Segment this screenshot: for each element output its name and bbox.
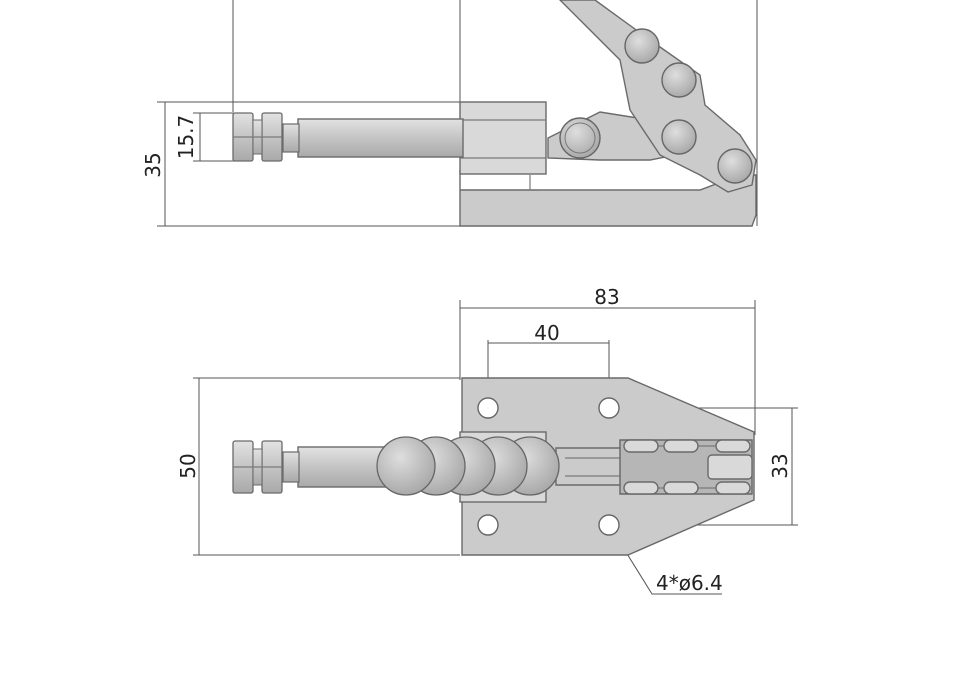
base-plate-edge — [529, 175, 700, 191]
mounting-hole — [477, 514, 499, 536]
hole-pitch-label: 33 — [768, 453, 792, 478]
hole-callout-label: 4*ø6.4 — [656, 571, 723, 595]
pivot-pin-ring — [564, 122, 596, 154]
mounting-hole — [477, 397, 499, 419]
clevis-pin — [715, 481, 751, 495]
plunger-rod — [297, 118, 464, 158]
clevis-pin — [623, 439, 659, 453]
plunger-disc — [376, 436, 436, 496]
link-top — [555, 447, 626, 486]
clevis-pin — [663, 481, 699, 495]
side-view: 35 15.7 — [141, 0, 758, 227]
mounting-hole — [598, 514, 620, 536]
guide-housing — [459, 101, 547, 175]
clevis-pin — [663, 439, 699, 453]
hole-spacing-label: 40 — [534, 321, 559, 345]
width-label: 50 — [176, 453, 200, 478]
rivet — [661, 119, 697, 155]
rivet — [717, 148, 753, 184]
height-dimension-label: 35 — [141, 152, 165, 177]
top-view: 83 40 50 33 4*ø6.4 — [176, 285, 798, 595]
handle-end — [707, 454, 753, 480]
clevis-pin — [623, 481, 659, 495]
rod-neck — [282, 123, 300, 153]
rivet — [661, 62, 697, 98]
rivet — [624, 28, 660, 64]
knob-dimension-label: 15.7 — [174, 115, 198, 160]
handle-top — [619, 439, 753, 495]
link-edge — [565, 457, 620, 477]
rod-neck-top — [282, 451, 300, 483]
clevis-pin — [715, 439, 751, 453]
mounting-hole — [598, 397, 620, 419]
pivot-pin — [559, 117, 601, 159]
overall-length-label: 83 — [594, 285, 619, 309]
